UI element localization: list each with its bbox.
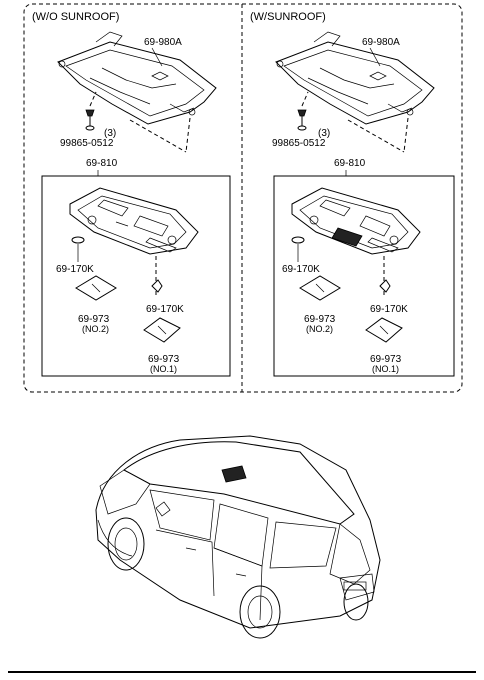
lens-lower-part-number: 69-170K — [146, 304, 184, 315]
panel-header: (W/SUNROOF) — [250, 11, 326, 23]
lens-lower-part — [379, 279, 391, 293]
lens-lower-part-number: 69-170K — [370, 304, 408, 315]
overhead-bracket-part — [275, 31, 435, 125]
lens-upper-part — [291, 236, 305, 244]
lens-upper-part-number: 69-170K — [56, 264, 94, 275]
screw-part-number: 99865-0512 — [272, 138, 326, 149]
lamp-no2-note: (NO.2) — [82, 324, 109, 334]
screw-guide-line — [89, 91, 97, 107]
lid-part-number: 69-980A — [362, 37, 400, 48]
lamp-no1-note: (NO.1) — [372, 364, 399, 374]
console-detail-box — [273, 175, 455, 377]
lens-upper-part-number: 69-170K — [282, 264, 320, 275]
screw-part-number: 99865-0512 — [60, 138, 114, 149]
screw-part — [297, 109, 307, 131]
screw-part — [85, 109, 95, 131]
console-location-marker — [221, 465, 247, 483]
lamp-no2-part-number: 69-973 — [78, 314, 110, 325]
screw-quantity: (3) — [104, 128, 116, 139]
panel-header: (W/O SUNROOF) — [32, 11, 119, 23]
panel-with-sunroof: (W/SUNROOF) 69-980A (3) 99865-0512 69-81… — [250, 11, 455, 377]
lamp-no1-part-number: 69-973 — [148, 354, 180, 365]
overhead-bracket-part — [57, 31, 217, 125]
diagram-frame — [23, 3, 463, 393]
lamp-no1-part-number: 69-973 — [370, 354, 402, 365]
lens-upper-part — [71, 236, 85, 244]
screw-quantity: (3) — [318, 128, 330, 139]
lamp-no2-note: (NO.2) — [306, 324, 333, 334]
vehicle-location-illustration — [95, 435, 381, 639]
console-part-number: 69-810 — [334, 158, 366, 169]
console-detail-box — [41, 175, 231, 377]
overhead-console-part — [291, 187, 421, 255]
console-part-number: 69-810 — [86, 158, 118, 169]
lens-lower-part — [151, 279, 163, 293]
console-guide-line — [185, 117, 191, 153]
lamp-no1-note: (NO.1) — [150, 364, 177, 374]
lamp-no2-part-number: 69-973 — [304, 314, 336, 325]
panel-without-sunroof: (W/O SUNROOF) 69-980A (3) 99865-0512 69-… — [32, 11, 231, 377]
overhead-console-part — [69, 187, 199, 255]
lid-leader-line — [151, 47, 163, 67]
lid-part-number: 69-980A — [144, 37, 182, 48]
